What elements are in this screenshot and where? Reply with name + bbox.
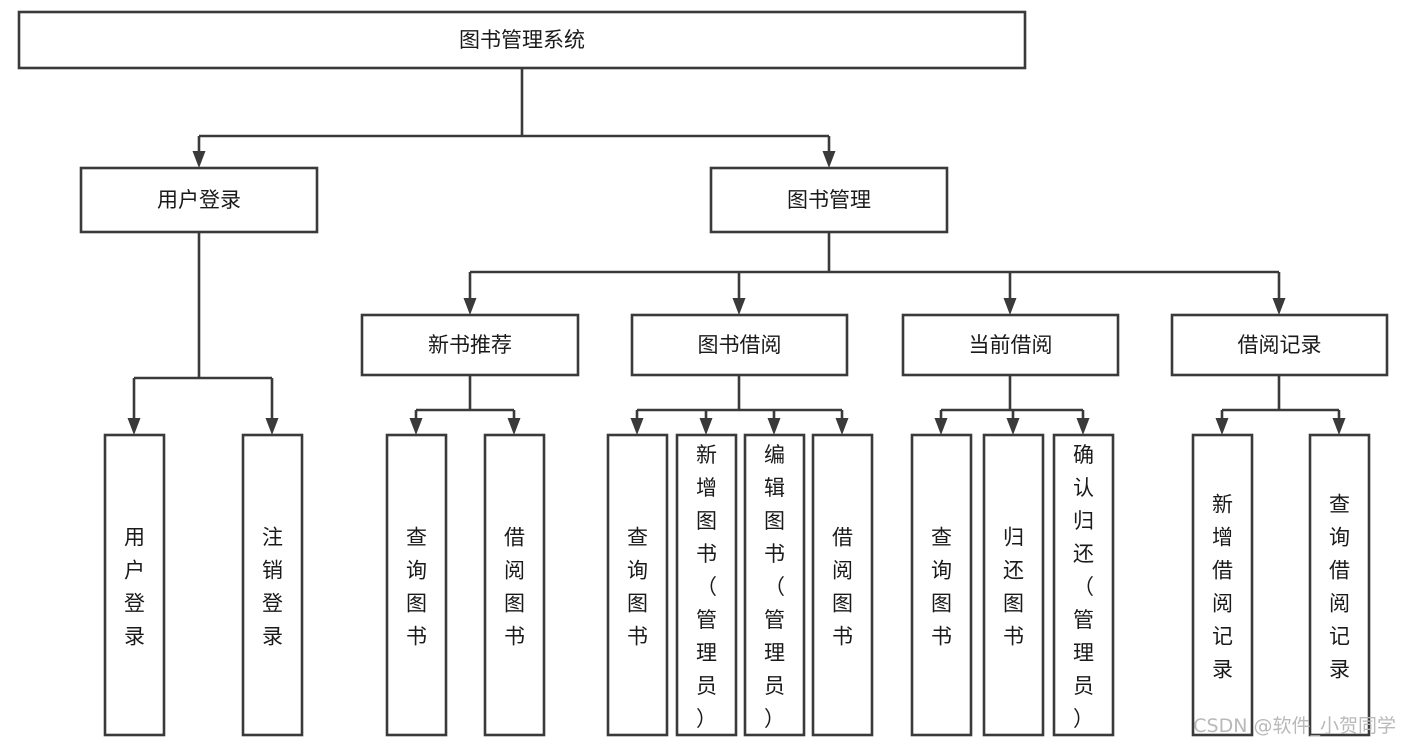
node-box-l3-records xyxy=(1170,313,1389,377)
node-label-leaf-query-record: 查询借阅记录 xyxy=(1329,493,1350,682)
connector-group-borrow-bus xyxy=(630,375,849,435)
node-label-leaf-edit-book: 编辑图书（管理员） xyxy=(764,443,785,731)
node-label-leaf-query-book-c: 查询图书 xyxy=(931,526,952,649)
arrow-head-icon xyxy=(699,418,713,435)
arrow-head-icon xyxy=(507,418,521,435)
node-box-leaf-edit-book xyxy=(743,433,806,737)
connector-group-user-login-bus xyxy=(127,232,279,435)
node-box-leaf-borrow-book-a xyxy=(483,433,546,737)
node-box-leaf-query-record xyxy=(1308,433,1371,737)
node-leaf-confirm-return[interactable]: 确认归还（管理员） xyxy=(1052,433,1115,737)
node-l3-borrow[interactable]: 图书借阅 xyxy=(630,313,849,377)
node-leaf-query-book-c[interactable]: 查询图书 xyxy=(910,433,973,737)
node-label-l2-user-login: 用户登录 xyxy=(157,188,241,212)
arrow-head-icon xyxy=(1006,418,1020,435)
connector-group-book-manage-bus xyxy=(463,232,1286,315)
node-box-l2-user-login xyxy=(79,166,319,234)
arrow-head-icon xyxy=(630,418,644,435)
arrow-head-icon xyxy=(822,151,836,168)
node-l3-new-book[interactable]: 新书推荐 xyxy=(360,313,580,377)
node-leaf-query-record[interactable]: 查询借阅记录 xyxy=(1308,433,1371,737)
node-l3-current[interactable]: 当前借阅 xyxy=(901,313,1120,377)
arrow-head-icon xyxy=(409,418,423,435)
node-box-leaf-query-book-c xyxy=(910,433,973,737)
node-box-leaf-add-record xyxy=(1191,433,1254,737)
node-box-l3-new-book xyxy=(360,313,580,377)
arrow-head-icon xyxy=(1076,418,1090,435)
node-layer: 图书管理系统用户登录图书管理新书推荐图书借阅当前借阅借阅记录用户登录注销登录查询… xyxy=(17,10,1389,737)
node-label-leaf-user-login: 用户登录 xyxy=(124,526,145,649)
node-box-leaf-return-book xyxy=(982,433,1045,737)
arrow-head-icon xyxy=(192,151,206,168)
node-label-leaf-add-record: 新增借阅记录 xyxy=(1212,493,1233,682)
node-label-leaf-logout: 注销登录 xyxy=(262,526,283,649)
node-label-l3-new-book: 新书推荐 xyxy=(428,333,512,357)
node-leaf-query-book-b[interactable]: 查询图书 xyxy=(606,433,669,737)
node-label-leaf-query-book-a: 查询图书 xyxy=(406,526,427,649)
node-label-l3-borrow: 图书借阅 xyxy=(698,333,782,357)
node-leaf-return-book[interactable]: 归还图书 xyxy=(982,433,1045,737)
arrow-head-icon xyxy=(127,418,141,435)
node-label-root: 图书管理系统 xyxy=(459,28,585,52)
node-box-l3-current xyxy=(901,313,1120,377)
node-l3-records[interactable]: 借阅记录 xyxy=(1170,313,1389,377)
node-root[interactable]: 图书管理系统 xyxy=(17,10,1027,70)
node-l2-book-manage[interactable]: 图书管理 xyxy=(709,166,949,234)
arrow-head-icon xyxy=(934,418,948,435)
arrow-head-icon xyxy=(1003,298,1017,315)
node-leaf-query-book-a[interactable]: 查询图书 xyxy=(385,433,448,737)
connector-group-current-bus xyxy=(934,375,1090,435)
node-box-leaf-confirm-return xyxy=(1052,433,1115,737)
node-box-leaf-logout xyxy=(241,433,304,737)
node-box-l3-borrow xyxy=(630,313,849,377)
node-box-leaf-add-book xyxy=(675,433,738,737)
connector-group-records-bus xyxy=(1215,375,1346,435)
node-l2-user-login[interactable]: 用户登录 xyxy=(79,166,319,234)
arrow-head-icon xyxy=(463,298,477,315)
node-label-leaf-query-book-b: 查询图书 xyxy=(627,526,648,649)
arrow-head-icon xyxy=(265,418,279,435)
connector-group-root-bus xyxy=(192,68,836,168)
arrow-head-icon xyxy=(732,298,746,315)
connector-group-new-book-bus xyxy=(409,375,521,435)
node-box-root xyxy=(17,10,1027,70)
arrow-head-icon xyxy=(767,418,781,435)
connector-layer xyxy=(127,68,1346,435)
node-leaf-user-login[interactable]: 用户登录 xyxy=(103,433,166,737)
node-label-leaf-return-book: 归还图书 xyxy=(1003,526,1024,649)
node-label-leaf-confirm-return: 确认归还（管理员） xyxy=(1073,443,1094,731)
node-box-leaf-user-login xyxy=(103,433,166,737)
arrow-head-icon xyxy=(835,418,849,435)
node-label-l2-book-manage: 图书管理 xyxy=(787,188,871,212)
csdn-watermark: CSDN @软件_小贺同学 xyxy=(1193,715,1396,737)
node-leaf-add-record[interactable]: 新增借阅记录 xyxy=(1191,433,1254,737)
node-leaf-edit-book[interactable]: 编辑图书（管理员） xyxy=(743,433,806,737)
node-box-leaf-query-book-a xyxy=(385,433,448,737)
node-leaf-borrow-book-b[interactable]: 借阅图书 xyxy=(811,433,874,737)
node-box-leaf-query-book-b xyxy=(606,433,669,737)
node-leaf-add-book[interactable]: 新增图书（管理员） xyxy=(675,433,738,737)
node-label-l3-records: 借阅记录 xyxy=(1238,333,1322,357)
arrow-head-icon xyxy=(1272,298,1286,315)
arrow-head-icon xyxy=(1332,418,1346,435)
node-box-leaf-borrow-book-b xyxy=(811,433,874,737)
node-box-l2-book-manage xyxy=(709,166,949,234)
node-label-leaf-add-book: 新增图书（管理员） xyxy=(696,443,717,731)
arrow-head-icon xyxy=(1215,418,1229,435)
node-leaf-logout[interactable]: 注销登录 xyxy=(241,433,304,737)
node-label-leaf-borrow-book-b: 借阅图书 xyxy=(832,526,853,649)
node-label-l3-current: 当前借阅 xyxy=(969,333,1053,357)
node-leaf-borrow-book-a[interactable]: 借阅图书 xyxy=(483,433,546,737)
node-label-leaf-borrow-book-a: 借阅图书 xyxy=(504,526,525,649)
